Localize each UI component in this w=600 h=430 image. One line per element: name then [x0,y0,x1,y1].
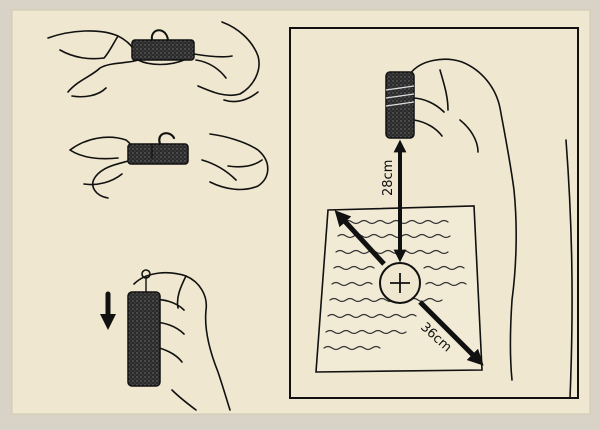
diagonal-arrow-down-right-icon [418,300,484,366]
vertical-distance-label: 28cm [381,160,396,196]
handwriting-lines [323,219,467,351]
holding-hand [409,58,573,399]
capsule-loop [150,29,169,41]
measurement-illustration: 28cm 36cm [315,58,573,399]
capsule-hook [158,132,176,146]
capsule-body [127,143,189,165]
step-3-illustration [99,269,231,411]
diagonal-arrow-up-left-icon [334,210,386,266]
hand-outline [133,271,231,411]
capsule-body [127,291,161,387]
capsule-coil [385,85,415,107]
hanging-loop [141,269,151,279]
right-hand-outline [193,21,260,103]
right-hand-outline [201,133,269,191]
step-2-illustration [69,132,269,199]
capsule-body [131,39,195,61]
step-1-illustration [47,21,260,103]
target-cross [390,273,410,293]
